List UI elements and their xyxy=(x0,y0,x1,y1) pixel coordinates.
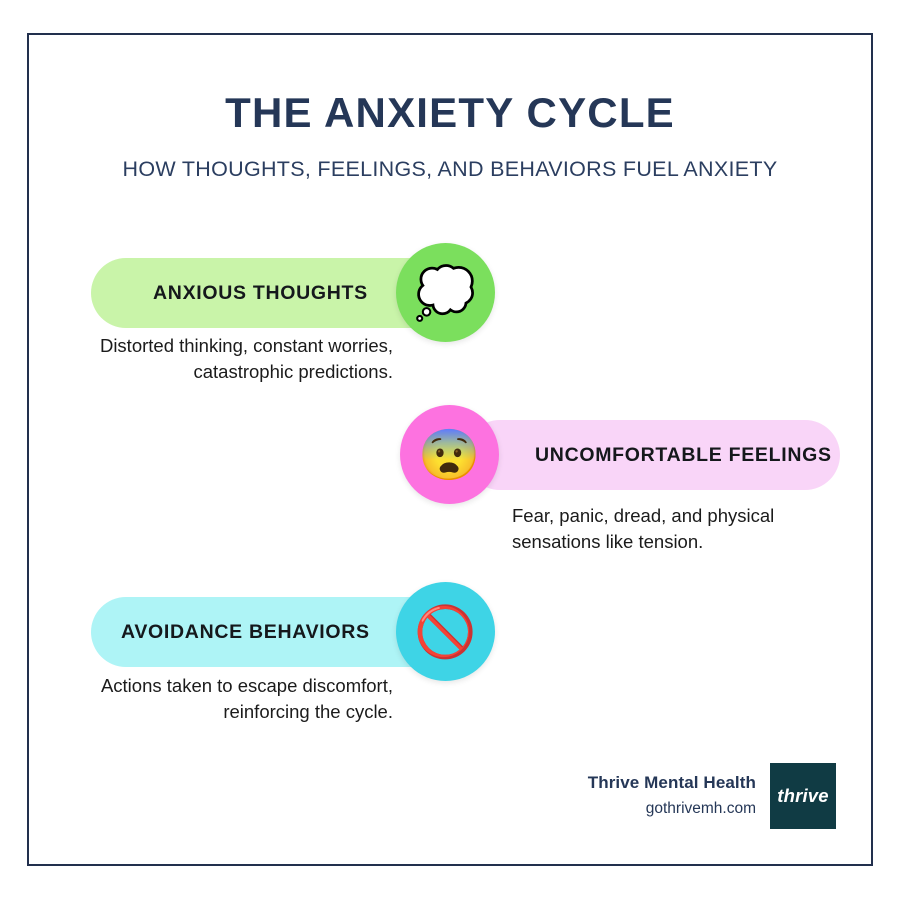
poster-inner: THE ANXIETY CYCLE HOW THOUGHTS, FEELINGS… xyxy=(29,35,871,864)
brand-name: Thrive Mental Health xyxy=(587,773,756,793)
step-3-icon-circle: 🚫 xyxy=(396,582,495,681)
prohibited-sign-icon: 🚫 xyxy=(414,603,477,660)
thought-bubble-icon: 💭 xyxy=(414,264,477,321)
thrive-logo-wordmark: thrive xyxy=(777,785,829,806)
step-3-description: Actions taken to escape discomfort, rein… xyxy=(100,675,393,723)
cycle-step-1: ANXIOUS THOUGHTS 💭 xyxy=(91,241,521,345)
footer-branding: Thrive Mental Health gothrivemh.com thri… xyxy=(588,763,836,829)
step-1-icon-circle: 💭 xyxy=(396,243,495,342)
thrive-logo: thrive xyxy=(770,763,836,829)
footer-text-block: Thrive Mental Health gothrivemh.com xyxy=(588,771,756,820)
step-2-label: UNCOMFORTABLE FEELINGS xyxy=(535,443,832,466)
brand-url[interactable]: gothrivemh.com xyxy=(645,800,756,818)
step-3-label: AVOIDANCE BEHAVIORS xyxy=(121,620,370,643)
fearful-face-icon: 😨 xyxy=(418,426,481,483)
step-2-description: Fear, panic, dread, and physical sensati… xyxy=(512,505,775,553)
page-subtitle: HOW THOUGHTS, FEELINGS, AND BEHAVIORS FU… xyxy=(122,157,778,181)
step-2-pill: UNCOMFORTABLE FEELINGS xyxy=(465,420,840,490)
page-title: THE ANXIETY CYCLE xyxy=(225,89,675,136)
step-1-description: Distorted thinking, constant worries, ca… xyxy=(99,335,393,383)
cycle-step-2: UNCOMFORTABLE FEELINGS 😨 xyxy=(400,403,840,507)
step-3-pill: AVOIDANCE BEHAVIORS xyxy=(91,597,461,667)
poster-frame: THE ANXIETY CYCLE HOW THOUGHTS, FEELINGS… xyxy=(27,33,873,866)
cycle-step-3: AVOIDANCE BEHAVIORS 🚫 xyxy=(91,580,521,684)
step-2-icon-circle: 😨 xyxy=(400,405,499,504)
step-1-label: ANXIOUS THOUGHTS xyxy=(153,281,368,304)
